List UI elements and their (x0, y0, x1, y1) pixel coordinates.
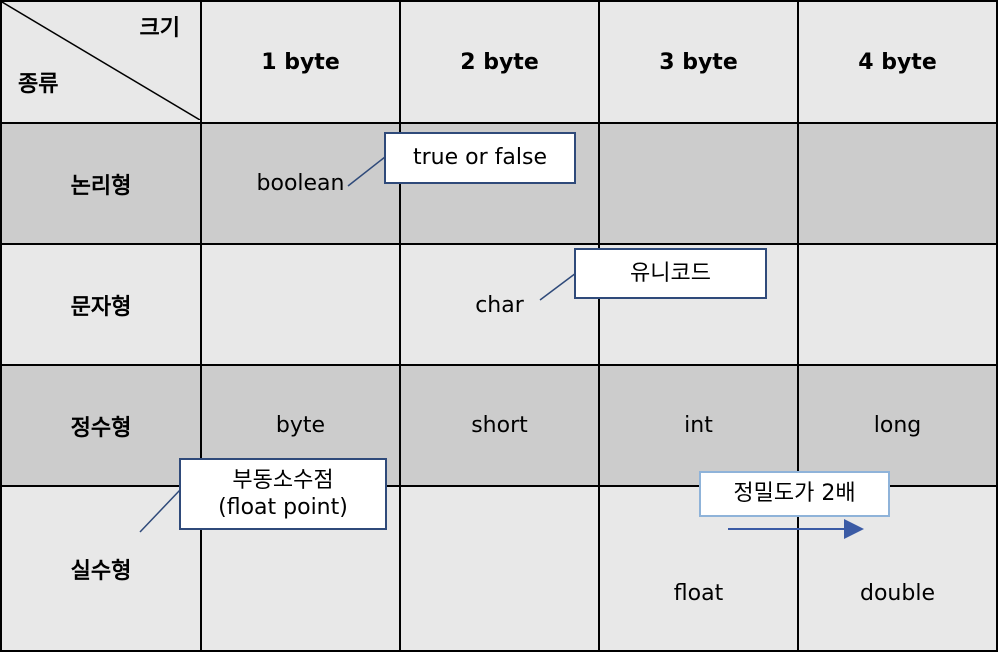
cell-empty (200, 243, 401, 366)
char-note-text: 유니코드 (630, 260, 711, 286)
cell-char: char (399, 243, 600, 366)
row-header-integer: 정수형 (0, 364, 202, 487)
size-label: 크기 (139, 16, 180, 41)
row-header-real: 실수형 (0, 485, 202, 652)
header-row: 크기 종류 1 byte 2 byte 3 byte 4 byte (0, 0, 998, 124)
column-header-4byte: 4 byte (797, 0, 998, 124)
column-header-2byte: 2 byte (399, 0, 600, 124)
row-header-character: 문자형 (0, 243, 202, 366)
precision-note-callout: 정밀도가 2배 (699, 471, 890, 517)
cell-empty (598, 122, 799, 245)
cell-empty (399, 485, 600, 652)
cell-long: long (797, 364, 998, 487)
boolean-note-callout: true or false (384, 132, 576, 184)
corner-cell: 크기 종류 (0, 0, 202, 124)
cell-boolean: boolean (200, 122, 401, 245)
column-header-3byte: 3 byte (598, 0, 799, 124)
cell-empty (797, 243, 998, 366)
row-character: 문자형 char (0, 243, 998, 366)
float-note-line2: (float point) (218, 495, 348, 520)
type-char: char (475, 293, 524, 318)
row-header-logical: 논리형 (0, 122, 202, 245)
row-integer: 정수형 byte short int long (0, 364, 998, 487)
kind-label: 종류 (18, 72, 59, 97)
cell-short: short (399, 364, 600, 487)
float-note-line1: 부동소수점 (232, 467, 334, 493)
cell-int: int (598, 364, 799, 487)
boolean-note-text: true or false (413, 145, 547, 171)
char-note-callout: 유니코드 (574, 248, 767, 299)
type-boolean: boolean (256, 171, 345, 196)
precision-note-text: 정밀도가 2배 (733, 481, 856, 507)
cell-empty (797, 122, 998, 245)
column-header-1byte: 1 byte (200, 0, 401, 124)
float-note-callout: 부동소수점 (float point) (179, 458, 387, 530)
diagonal-line (2, 2, 200, 120)
